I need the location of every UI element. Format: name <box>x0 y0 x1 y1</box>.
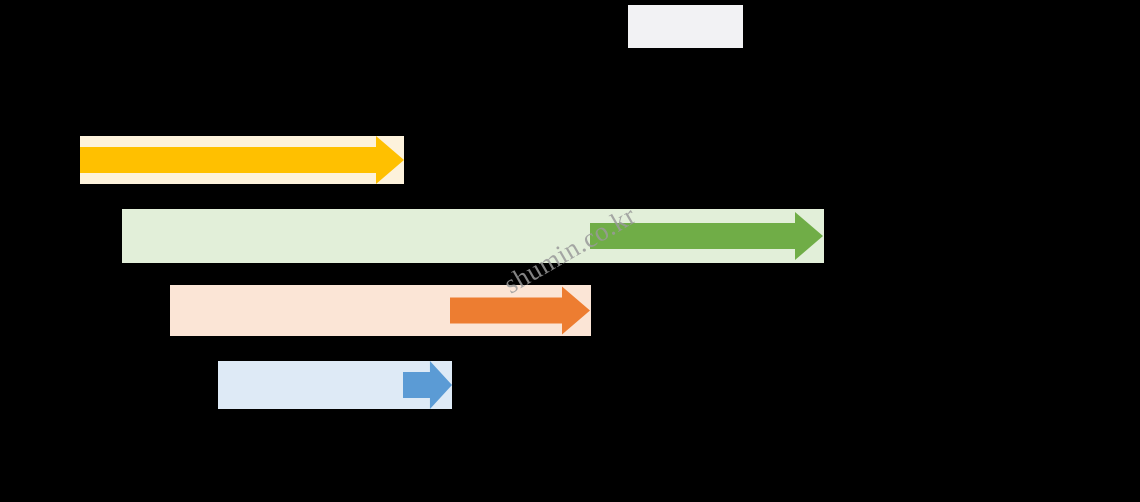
arrow-bar[interactable] <box>170 285 591 336</box>
right-arrow-icon <box>80 136 404 184</box>
header-label-box[interactable] <box>628 5 743 48</box>
right-arrow-icon <box>403 361 452 409</box>
arrow-bar[interactable] <box>122 209 824 263</box>
right-arrow-icon <box>450 285 590 336</box>
arrow-bar[interactable] <box>218 361 452 409</box>
right-arrow-icon <box>590 209 823 263</box>
arrow-bar[interactable] <box>80 136 404 184</box>
